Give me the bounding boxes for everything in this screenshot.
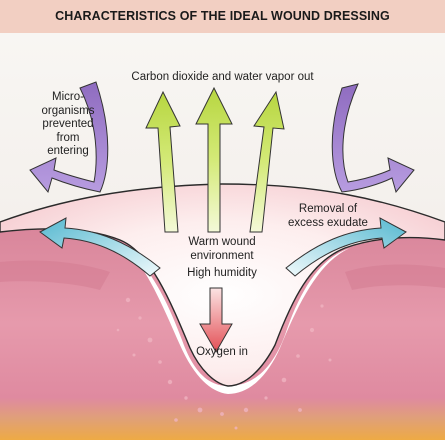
vapor-out-label: Carbon dioxide and water vapor out <box>131 71 314 83</box>
microorganisms-label: Micro- organisms prevented from entering <box>41 91 95 157</box>
header-bar <box>0 0 445 33</box>
co2-vapor-arrow-center <box>195 86 233 233</box>
co2-vapor-arrow-left <box>145 90 181 233</box>
skin-tissue <box>0 228 445 440</box>
warm-environment-label: Warm wound environment <box>188 236 256 262</box>
oxygen-arrow <box>199 287 233 354</box>
tissue-speckles <box>116 297 332 430</box>
exudate-arrow-left <box>39 217 161 277</box>
high-humidity-label: High humidity <box>187 267 257 279</box>
microorganism-arrow-left <box>29 81 109 194</box>
oxygen-in-label: Oxygen in <box>196 346 248 358</box>
co2-vapor-arrow-right <box>249 90 285 233</box>
exudate-arrow-right <box>285 217 407 277</box>
microorganism-arrow-right <box>331 83 415 194</box>
skin-band-right <box>345 264 445 290</box>
figure-title: CHARACTERISTICS OF THE IDEAL WOUND DRESS… <box>55 9 390 23</box>
skin-band <box>0 260 110 290</box>
removal-exudate-label: Removal of excess exudate <box>288 203 368 229</box>
